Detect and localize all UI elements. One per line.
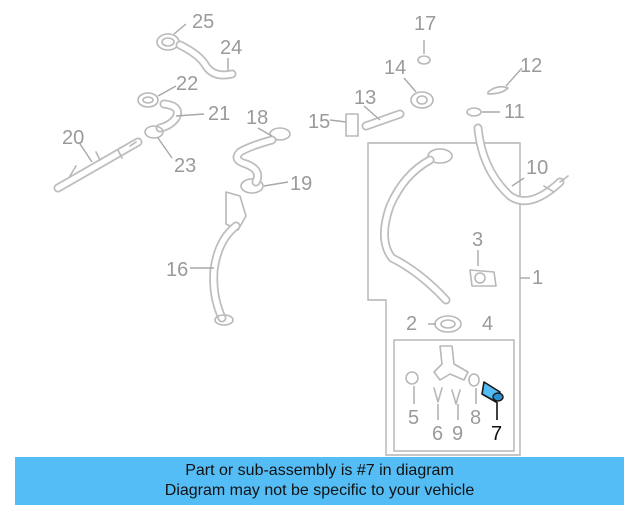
part-20-pipe — [53, 137, 143, 193]
part-11-oring — [466, 107, 482, 117]
callout-25: 25 — [192, 11, 214, 33]
callout-21: 21 — [208, 103, 230, 125]
part-17-oring — [417, 55, 431, 65]
part-25-clamp — [156, 33, 180, 51]
callout-5: 5 — [408, 407, 419, 429]
callout-19: 19 — [290, 173, 312, 195]
part-4-connector — [433, 345, 469, 381]
part-10-pipe — [473, 123, 569, 206]
part-16-pipe — [209, 191, 247, 326]
callout-11: 11 — [504, 101, 525, 123]
part-6-clip — [433, 387, 443, 403]
callout-4: 4 — [482, 313, 493, 335]
callout-8: 8 — [470, 407, 481, 429]
callout-3: 3 — [472, 229, 483, 251]
parts-diagram: 25 24 22 21 20 23 18 19 16 17 14 13 15 1… — [53, 11, 569, 456]
part-5-oring — [405, 371, 419, 385]
part-7-highlighted — [481, 381, 504, 403]
callout-7-highlighted: 7 — [491, 423, 502, 445]
info-banner: Part or sub-assembly is #7 in diagram Di… — [15, 457, 624, 505]
part-22-clamp — [137, 92, 159, 108]
callout-17: 17 — [414, 13, 436, 35]
callout-15: 15 — [308, 111, 330, 133]
main-hose — [380, 148, 453, 305]
callout-6: 6 — [432, 423, 443, 445]
part-3-bracket — [469, 269, 497, 287]
callout-14: 14 — [384, 57, 406, 79]
leader-lines — [79, 23, 530, 420]
callout-12: 12 — [520, 55, 542, 77]
part-8-oring — [468, 373, 480, 387]
callout-18: 18 — [246, 107, 268, 129]
banner-line-2: Diagram may not be specific to your vehi… — [164, 482, 475, 499]
callout-23: 23 — [174, 155, 196, 177]
part-19-clamp — [240, 127, 291, 194]
part-9-clip — [451, 389, 461, 405]
callout-16: 16 — [166, 259, 188, 281]
callout-10: 10 — [526, 157, 548, 179]
callout-20: 20 — [62, 127, 84, 149]
part-12-clip — [487, 85, 509, 95]
banner-line-1: Part or sub-assembly is #7 in diagram — [185, 462, 454, 479]
callout-1: 1 — [532, 267, 543, 289]
callout-22: 22 — [176, 73, 198, 95]
part-15-bracket — [345, 113, 359, 137]
callout-13: 13 — [354, 87, 376, 109]
part-14-clamp — [410, 91, 434, 109]
callout-9: 9 — [452, 423, 463, 445]
callout-24: 24 — [220, 37, 242, 59]
part-23-clamp — [144, 125, 164, 139]
callout-2: 2 — [406, 313, 417, 335]
